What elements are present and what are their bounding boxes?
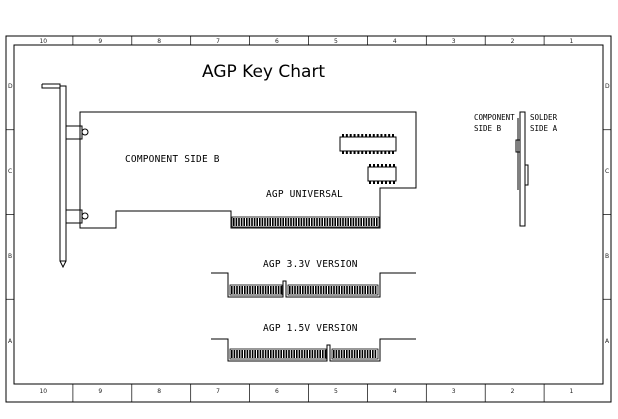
frame-column-label: 5 xyxy=(333,388,338,395)
chip-large-pins xyxy=(342,134,394,154)
frame-row-label: A xyxy=(8,337,13,345)
label-agp-universal: AGP UNIVERSAL xyxy=(266,189,343,200)
connector-3v3 xyxy=(229,284,379,296)
frame-row-label: B xyxy=(605,252,610,260)
frame-column-label: 1 xyxy=(569,38,574,45)
frame-row-label: A xyxy=(605,337,610,345)
frame-row-label: D xyxy=(605,83,610,91)
label-side-solder: SOLDER SIDE A xyxy=(530,113,558,133)
frame-row-label: C xyxy=(8,168,13,176)
frame-column-label: 3 xyxy=(451,388,456,395)
frame-column-label: 3 xyxy=(451,38,456,45)
frame-column-label: 7 xyxy=(216,388,220,395)
frame-column-label: 2 xyxy=(510,38,515,45)
frame-row-label: B xyxy=(8,252,13,260)
connector-universal xyxy=(231,216,380,228)
frame-column-label: 6 xyxy=(275,388,279,395)
label-side-component: COMPONENT SIDE B xyxy=(474,113,515,133)
key-1v5-outline xyxy=(211,338,416,362)
label-component-side-b: COMPONENT SIDE B xyxy=(125,154,220,165)
frame-column-label: 1 xyxy=(569,388,574,395)
mounting-bracket xyxy=(41,83,83,269)
label-agp-3v3: AGP 3.3V VERSION xyxy=(263,259,358,270)
chip-small-pins xyxy=(369,164,395,184)
bracket-screw-hole xyxy=(81,128,89,136)
chart-title: AGP Key Chart xyxy=(202,62,326,82)
frame-column-label: 8 xyxy=(157,38,162,45)
label-agp-1v5: AGP 1.5V VERSION xyxy=(263,323,358,334)
frame-column-label: 8 xyxy=(157,388,162,395)
key-3v3-outline xyxy=(211,272,416,298)
bracket-screw-hole xyxy=(81,212,89,220)
frame-column-label: 7 xyxy=(216,38,220,45)
frame-column-label: 4 xyxy=(392,388,397,395)
frame-row-label: C xyxy=(605,168,610,176)
side-view-card xyxy=(515,111,529,227)
frame-column-label: 5 xyxy=(333,38,338,45)
connector-1v5 xyxy=(229,348,379,360)
frame-column-label: 2 xyxy=(510,388,515,395)
frame-column-label: 9 xyxy=(98,388,103,395)
frame-column-label: 10 xyxy=(39,388,48,395)
frame-column-label: 10 xyxy=(39,38,48,45)
chip-large xyxy=(339,136,397,152)
frame-column-label: 9 xyxy=(98,38,103,45)
card-outline xyxy=(79,111,417,229)
frame-column-label: 6 xyxy=(275,38,279,45)
frame-row-label: D xyxy=(8,83,13,91)
frame-ticks xyxy=(6,36,611,402)
frame-column-label: 4 xyxy=(392,38,397,45)
chip-small xyxy=(367,166,397,182)
